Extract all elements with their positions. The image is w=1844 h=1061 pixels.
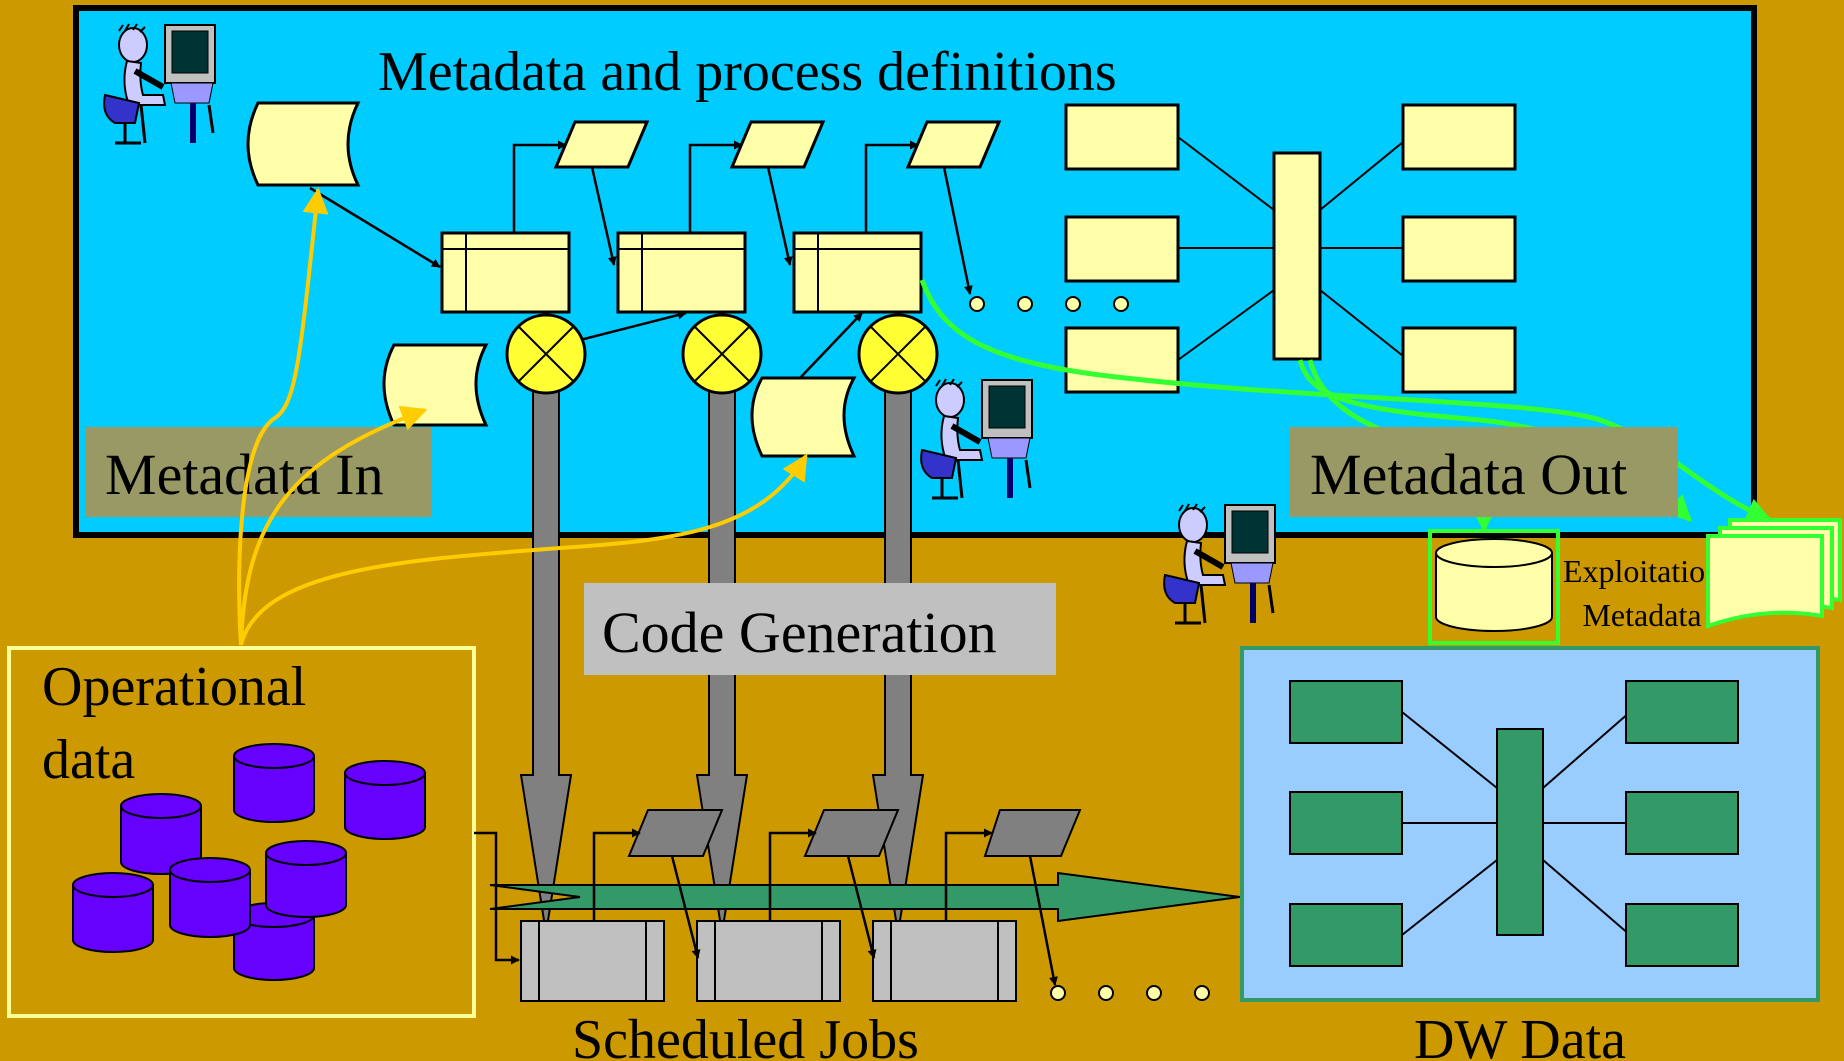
cross-circle-operator-icon: [681, 313, 763, 395]
scheduled-job-box: [696, 920, 841, 1002]
metadata-dimension-box: [1401, 215, 1517, 283]
metadata-out-label: Metadata Out: [1310, 442, 1627, 507]
dw-data-label: DW Data: [1414, 1009, 1626, 1061]
job-parameter: [983, 809, 1082, 857]
dw-dimension-box: [1289, 791, 1403, 855]
dw-dimension-box: [1625, 680, 1739, 744]
process-box: [792, 231, 923, 314]
scheduled-job-box: [872, 920, 1017, 1002]
exploitation-metadata-frame: [1428, 529, 1560, 645]
metadata-fact-table: [1272, 151, 1322, 361]
metadata-dimension-box: [1064, 215, 1180, 283]
database-cylinder-icon: [1435, 538, 1553, 632]
exploitation-metadata-label: Exploitation: [1563, 553, 1721, 589]
code-gen-arrow: [519, 369, 573, 934]
metadata-dimension-box: [1401, 326, 1517, 394]
code-generation-label: Code Generation: [602, 600, 997, 665]
job-parameter: [627, 809, 724, 857]
dw-dimension-box: [1289, 903, 1403, 967]
metadata-dimension-box: [1401, 103, 1517, 171]
process-parameter: [729, 120, 826, 169]
metadata-dimension-box: [1064, 103, 1180, 171]
continuation-dots: [969, 296, 1129, 312]
dw-dimension-box: [1289, 680, 1403, 744]
operational-data-label: data: [42, 729, 135, 791]
operational-data-label: Operational: [42, 656, 306, 718]
code-generation-label-box: [584, 583, 1056, 675]
dw-dimension-box: [1625, 791, 1739, 855]
metadata-document: [750, 376, 857, 458]
scheduled-jobs-label: Scheduled Jobs: [572, 1009, 919, 1061]
process-box: [616, 231, 747, 314]
cross-circle-operator-icon: [505, 313, 587, 395]
dw-dimension-box: [1625, 903, 1739, 967]
database-cylinder-icon: [72, 743, 426, 981]
metadata-document: [382, 343, 489, 427]
metadata-out-label-box: [1290, 427, 1678, 517]
cross-circle-operator-icon: [857, 313, 939, 395]
continuation-dots: [1050, 985, 1210, 1001]
process-parameter: [553, 120, 650, 169]
data-flow-arrow: [489, 871, 1241, 923]
job-parameter: [803, 809, 900, 857]
scheduled-job-box: [520, 920, 665, 1002]
document-stack-icon: [1706, 518, 1842, 629]
exploitation-metadata-label: Metadata: [1582, 597, 1701, 633]
diagram-title: Metadata and process definitions: [378, 41, 1117, 103]
process-box: [440, 231, 571, 314]
dw-fact-table: [1496, 728, 1544, 936]
process-parameter: [905, 120, 1002, 169]
metadata-document: [246, 101, 361, 187]
